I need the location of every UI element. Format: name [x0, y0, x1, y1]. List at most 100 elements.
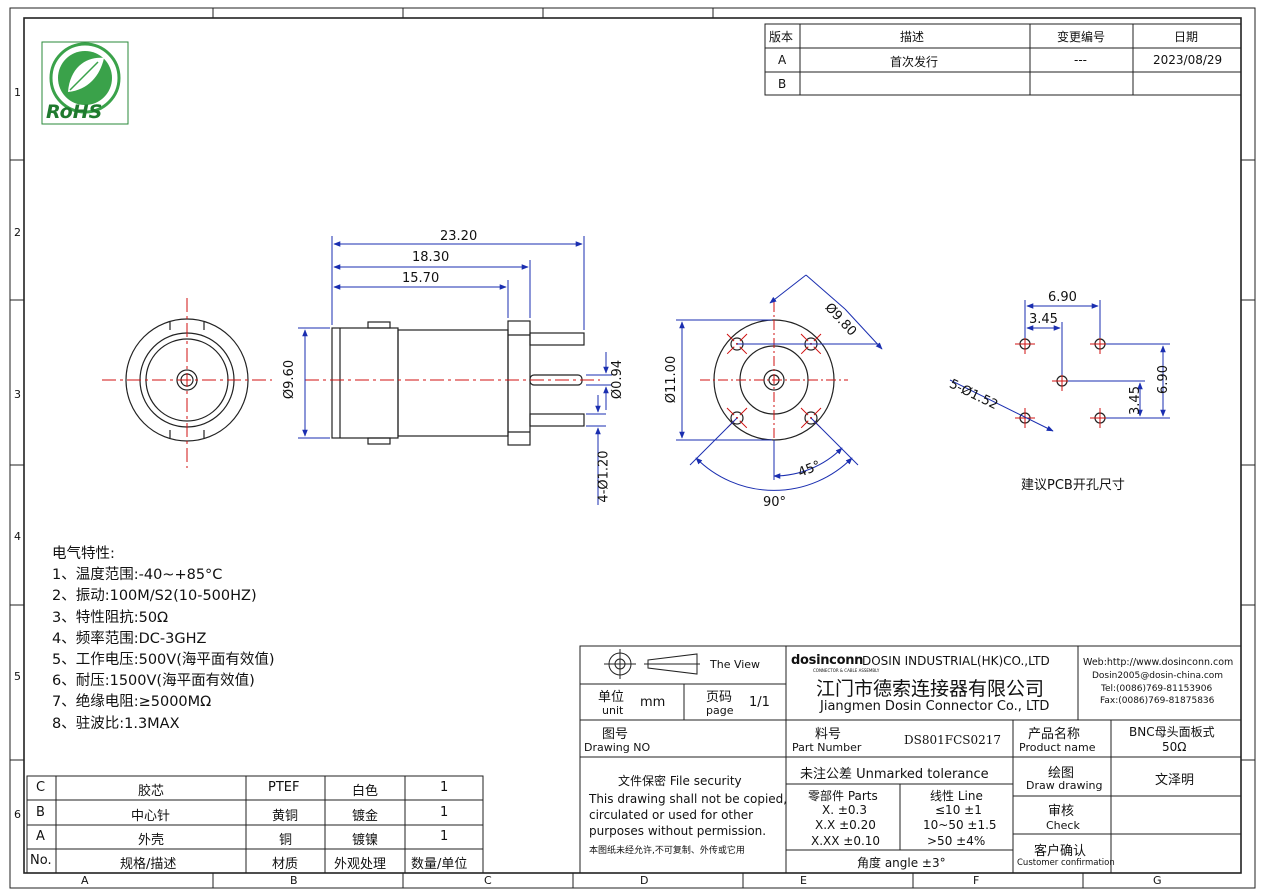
drawing-no-cn: 图号 — [602, 727, 629, 742]
rev-row-a-change: --- — [1074, 53, 1087, 67]
bom-header-mat: 材质 — [272, 857, 299, 872]
tel: Tel:(0086)769-81153906 — [1101, 684, 1213, 694]
dim-len-mid: 18.30 — [412, 250, 450, 265]
rev-header-change: 变更编号 — [1057, 30, 1106, 44]
check-cn: 审核 — [1048, 804, 1075, 819]
line-value-2: 10~50 ±1.5 — [923, 818, 997, 832]
company-en2: Jiangmen Dosin Connector Co., LTD — [820, 699, 1050, 714]
web: Web:http://www.dosinconn.com — [1083, 657, 1234, 668]
fax: Fax:(0086)769-81875836 — [1100, 696, 1215, 706]
title-block-lines — [579, 645, 1242, 874]
revision-table-lines — [764, 23, 1242, 96]
draw-cn: 绘图 — [1048, 766, 1075, 781]
tolerance-title: 未注公差 Unmarked tolerance — [800, 767, 989, 782]
pcb-dims — [949, 300, 1170, 432]
electrical-specs: 电气特性: 1、温度范围:-40~+85°C 2、振动:100M/S2(10-5… — [52, 544, 275, 735]
pcb-caption: 建议PCB开孔尺寸 — [1021, 478, 1125, 493]
bom-row-b-qty: 1 — [440, 805, 449, 820]
dim-pcb-h: 6.90 — [1155, 365, 1171, 394]
bom-row-c-mat: PTEF — [268, 780, 300, 795]
draw-en: Draw drawing — [1026, 779, 1103, 792]
angle-tolerance: 角度 angle ±3° — [857, 856, 946, 870]
bom-row-a-finish: 镀镍 — [352, 833, 379, 848]
rev-header-desc: 描述 — [900, 30, 925, 44]
bom-row-c-qty: 1 — [440, 780, 449, 795]
rev-row-a-date: 2023/08/29 — [1153, 53, 1223, 67]
rohs-logo — [41, 41, 129, 125]
part-value: DS801FCS0217 — [904, 733, 1002, 747]
front-view-centerlines — [102, 298, 272, 468]
side-view-dims — [298, 236, 612, 505]
unit-cn: 单位 — [598, 690, 625, 705]
part-en: Part Number — [792, 741, 862, 754]
spec-item: 5、工作电压:500V(海平面有效值) — [52, 652, 275, 669]
zone-col-f: F — [973, 874, 980, 887]
bom-header-no: No. — [30, 853, 52, 868]
dim-pin-dia: Ø0.94 — [610, 359, 626, 400]
spec-item: 3、特性阻抗:50Ω — [52, 609, 169, 626]
line-value-1: ≤10 ±1 — [935, 803, 982, 817]
bom-header-finish: 外观处理 — [334, 857, 387, 872]
bom-row-c-no: C — [36, 780, 46, 795]
bom-row-b-desc: 中心针 — [131, 809, 171, 824]
parts-value-2: X.X ±0.20 — [815, 818, 876, 832]
projection-symbol — [604, 649, 700, 679]
zone-col-d: D — [640, 874, 649, 887]
parts-value-1: X. ±0.3 — [822, 803, 867, 817]
rev-row-a-version: A — [778, 53, 787, 67]
side-view — [331, 320, 585, 446]
drawing-no-en: Drawing NO — [584, 741, 651, 754]
rev-row-a-desc: 首次发行 — [890, 55, 939, 69]
page-cn: 页码 — [706, 690, 733, 705]
page-en: page — [706, 704, 734, 717]
dim-flange-dia: Ø11.00 — [664, 355, 680, 404]
bom-row-a-qty: 1 — [440, 829, 449, 844]
spec-item: 4、频率范围:DC-3GHZ — [52, 630, 207, 647]
bom-table-lines — [26, 775, 484, 874]
zone-ticks — [10, 8, 1255, 888]
brand-tagline: CONNECTOR & CABLE ASSEMBLY — [813, 668, 880, 673]
view-label: The View — [710, 658, 761, 671]
zone-col-g: G — [1153, 874, 1162, 887]
dim-pcb-w: 6.90 — [1048, 290, 1077, 305]
bom-row-a-desc: 外壳 — [138, 833, 165, 848]
dim-leg-dia: 4-Ø1.20 — [596, 450, 612, 503]
zone-row-1: 1 — [14, 86, 21, 99]
bom-row-c-desc: 胶芯 — [138, 784, 165, 799]
rev-header-version: 版本 — [769, 30, 794, 44]
security-text-2: circulated or used for other — [589, 808, 754, 822]
dim-len-short: 15.70 — [402, 271, 440, 286]
part-cn: 料号 — [815, 727, 842, 742]
zone-row-2: 2 — [14, 226, 21, 239]
email: Dosin2005@dosin-china.com — [1092, 671, 1224, 681]
zone-col-b: B — [290, 874, 298, 887]
page-value: 1/1 — [749, 695, 770, 710]
spec-item: 7、绝缘电阻:≥5000MΩ — [52, 694, 212, 711]
dim-body-dia: Ø9.60 — [282, 359, 298, 400]
unit-en: unit — [602, 704, 624, 717]
product-value2: 50Ω — [1162, 740, 1187, 754]
spec-item: 6、耐压:1500V(海平面有效值) — [52, 673, 255, 690]
dim-pcb-half-h: 3.45 — [1127, 386, 1143, 415]
zone-col-c: C — [484, 874, 492, 887]
rohs-text: RoHS — [46, 101, 103, 123]
bom-row-a-mat: 铜 — [279, 833, 293, 848]
bom-row-b-no: B — [36, 805, 45, 820]
spec-item: 8、驻波比:1.3MAX — [52, 715, 180, 732]
brand-logo: dosinconn — [791, 653, 864, 668]
flange-centerlines — [700, 302, 848, 460]
bom-row-c-finish: 白色 — [352, 784, 379, 799]
rev-row-b-version: B — [778, 77, 787, 91]
check-en: Check — [1046, 819, 1080, 832]
product-en: Product name — [1019, 741, 1096, 754]
zone-row-4: 4 — [14, 530, 21, 543]
bom-row-b-finish: 镀金 — [352, 809, 379, 824]
bom-header-desc: 规格/描述 — [120, 857, 177, 872]
draw-value: 文泽明 — [1155, 773, 1195, 788]
bom-row-a-no: A — [36, 829, 45, 844]
dim-len-total: 23.20 — [440, 229, 478, 244]
line-header: 线性 Line — [930, 789, 983, 803]
unit-value: mm — [640, 695, 666, 710]
